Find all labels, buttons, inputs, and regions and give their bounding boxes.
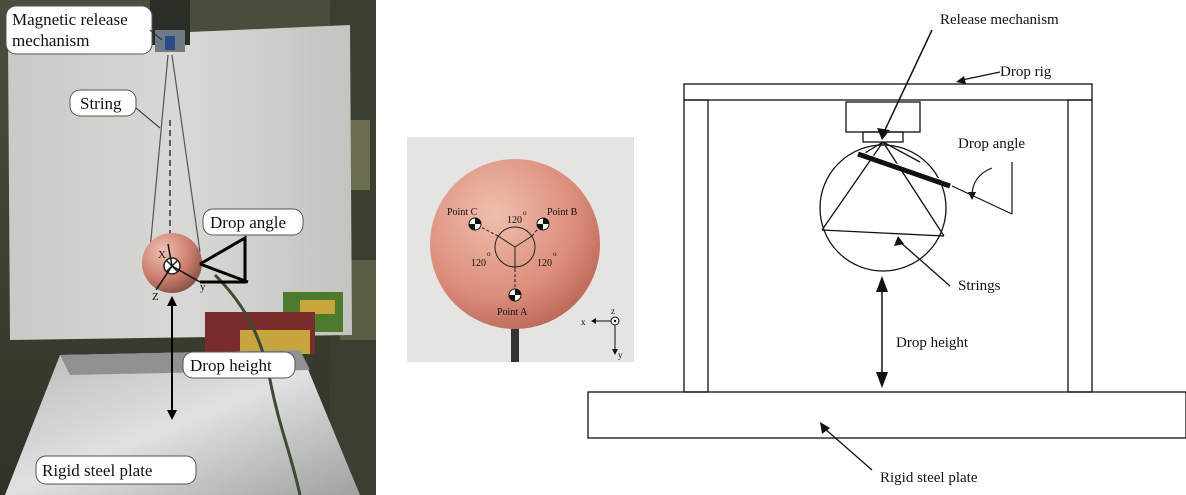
angle-top-label: 120	[507, 215, 522, 226]
drop-rig-schematic: Release mechanism Drop rig Drop angle St…	[560, 0, 1186, 495]
angle-right-label: 120	[537, 258, 552, 269]
drop-height-label: Drop height	[896, 335, 969, 351]
angle-left-degree: o	[487, 250, 491, 258]
point-a-marker	[509, 289, 521, 301]
drop-rig-top-beam	[684, 84, 1092, 100]
drop-angle-bar	[858, 151, 951, 186]
rigid-steel-plate-callout: Rigid steel plate	[36, 456, 196, 484]
strings-label: Strings	[958, 278, 1001, 294]
drop-rig-label: Drop rig	[1000, 64, 1052, 80]
drop-angle-arc	[972, 168, 992, 196]
svg-text:Rigid steel plate: Rigid steel plate	[42, 461, 152, 480]
axis-x-label: X	[158, 249, 166, 261]
drop-angle-callout: Drop angle	[203, 209, 303, 235]
release-mechanism-label: Release mechanism	[940, 12, 1059, 28]
svg-text:Drop angle: Drop angle	[210, 213, 286, 232]
point-c-marker	[469, 218, 481, 230]
drop-height-callout: Drop height	[183, 352, 295, 378]
point-c-label: Point C	[447, 207, 478, 218]
rigid-steel-plate-arrow	[824, 428, 872, 470]
angle-left-label: 120	[471, 258, 486, 269]
drop-rig-arrow	[962, 72, 1000, 80]
rigid-steel-plate	[588, 392, 1186, 438]
drop-angle-label: Drop angle	[958, 136, 1025, 152]
release-mechanism-block	[846, 102, 920, 132]
point-b-marker	[537, 218, 549, 230]
drop-rig-left-post	[684, 100, 708, 392]
svg-text:String: String	[80, 94, 122, 113]
svg-text:Drop height: Drop height	[190, 356, 272, 375]
release-mechanism-arrow	[884, 30, 932, 132]
svg-text:mechanism: mechanism	[12, 31, 89, 50]
angle-right-degree: o	[553, 250, 557, 258]
magnetic-release-callout: Magnetic release mechanism	[6, 6, 162, 54]
rigid-steel-plate-label: Rigid steel plate	[880, 470, 978, 486]
drop-test-photo: X y Z Magnetic release mechanism String …	[0, 0, 376, 495]
axis-z-label: Z	[152, 291, 159, 303]
svg-text:Magnetic release: Magnetic release	[12, 10, 128, 29]
angle-top-degree: o	[523, 209, 527, 217]
strings-arrow	[900, 242, 950, 286]
point-a-label: Point A	[497, 307, 528, 318]
drop-rig-right-post	[1068, 100, 1092, 392]
